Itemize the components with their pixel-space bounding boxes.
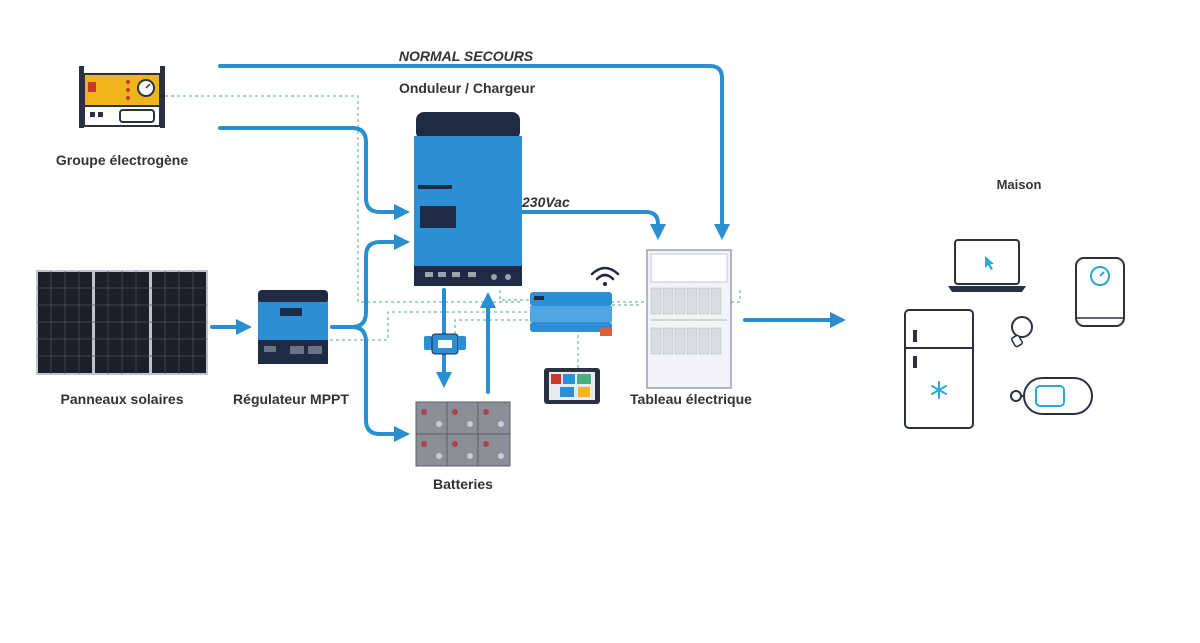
label-maison: Maison (996, 177, 1042, 192)
flow-inverter-to-panel (520, 210, 666, 240)
flow-mppt-to-inverter (330, 234, 410, 329)
inverter-charger-icon (414, 112, 522, 286)
pump-icon (1010, 377, 1093, 415)
shunt-icon (424, 333, 466, 355)
flow-mppt-to-batteries (350, 325, 410, 442)
flow-generator-to-inverter (218, 126, 410, 220)
touch-display-icon (544, 368, 600, 404)
label-230vac: 230Vac (522, 194, 570, 210)
label-onduleur: Onduleur / Chargeur (398, 80, 536, 96)
fridge-icon (904, 309, 974, 429)
label-regulateur: Régulateur MPPT (233, 391, 349, 407)
battery-bank-icon (415, 401, 511, 467)
label-batteries: Batteries (433, 476, 493, 492)
flow-generator-to-panel (218, 64, 730, 240)
generator-icon (79, 66, 165, 128)
label-panneaux: Panneaux solaires (60, 391, 184, 407)
wifi-icon (590, 266, 620, 286)
label-normal-secours: NORMAL SECOURS (398, 48, 534, 64)
water-heater-icon (1075, 257, 1125, 327)
breaker-panel-icon (646, 249, 732, 389)
laptop-icon (948, 239, 1026, 292)
lightbulb-icon (1011, 316, 1033, 348)
power-flows (210, 64, 846, 442)
mppt-controller-icon (258, 290, 328, 364)
label-tableau: Tableau électrique (630, 391, 752, 407)
solar-panel-icon (36, 270, 208, 375)
label-groupe: Groupe électrogène (55, 152, 189, 168)
gx-device-icon (530, 292, 612, 336)
